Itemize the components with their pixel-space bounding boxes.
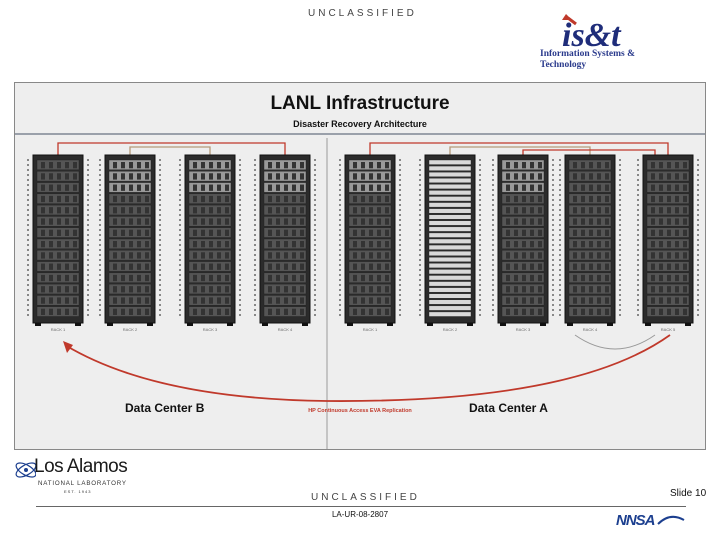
- title-divider: [15, 133, 705, 135]
- isat-line2: Technology: [540, 60, 587, 70]
- server-rack-6: [419, 154, 481, 326]
- document-number: LA-UR-08-2807: [331, 510, 389, 519]
- classification-footer: UNCLASSIFIED: [311, 492, 420, 503]
- rack-label-5: RACK 1: [362, 327, 378, 332]
- server-rack-4: [254, 154, 316, 326]
- rack-label-4: RACK 4: [277, 327, 293, 332]
- server-rack-2: [99, 154, 161, 326]
- isat-mark-graphic: is&t: [562, 14, 622, 54]
- footer-divider: [36, 506, 686, 507]
- replication-arrowhead: [63, 341, 73, 353]
- isat-line1: Information Systems &: [540, 49, 635, 59]
- los-alamos-logo: Los Alamos NATIONAL LABORATORY EST. 1943: [15, 456, 140, 510]
- isat-mark: is&t: [562, 17, 622, 52]
- isat-logo: is&t Information Systems & Technology: [540, 8, 690, 74]
- cable-link-1: [57, 142, 286, 155]
- server-rack-9: [637, 154, 699, 326]
- local-replication-arc: [574, 334, 656, 350]
- data-center-b-label: Data Center B: [125, 401, 205, 415]
- los-alamos-est: EST. 1943: [64, 489, 92, 494]
- rack-label-8: RACK 4: [582, 327, 598, 332]
- cable-link-4: [449, 146, 591, 155]
- cable-link-2: [129, 146, 211, 155]
- server-rack-7: [492, 154, 554, 326]
- diagram-frame: LANL Infrastructure Disaster Recovery Ar…: [14, 82, 706, 450]
- data-center-a-label: Data Center A: [469, 401, 548, 415]
- rack-label-9: RACK 5: [660, 327, 676, 332]
- server-rack-3: [179, 154, 241, 326]
- rack-label-7: RACK 3: [515, 327, 531, 332]
- diagram-subtitle: Disaster Recovery Architecture: [293, 119, 427, 129]
- rack-label-6: RACK 2: [442, 327, 458, 332]
- replication-arc: [64, 334, 671, 402]
- los-alamos-title: Los Alamos: [34, 456, 128, 477]
- rack-label-1: RACK 1: [50, 327, 66, 332]
- server-rack-1: [27, 154, 89, 326]
- atom-icon: [15, 462, 36, 478]
- nnsa-swoosh: [657, 515, 685, 525]
- server-rack-5: [339, 154, 401, 326]
- replication-label: HP Continuous Access EVA Replication: [308, 408, 412, 414]
- rack-label-3: RACK 3: [202, 327, 218, 332]
- slide-number: Slide 10: [670, 488, 707, 499]
- cable-link-5: [522, 149, 656, 155]
- rack-diagram: [27, 138, 699, 449]
- classification-header: UNCLASSIFIED: [308, 8, 417, 19]
- diagram-title: LANL Infrastructure: [270, 93, 450, 114]
- los-alamos-subtitle: NATIONAL LABORATORY: [38, 480, 127, 487]
- server-rack-8: [559, 154, 621, 326]
- rack-label-2: RACK 2: [122, 327, 138, 332]
- nnsa-logo-text: NNSA: [616, 512, 656, 529]
- nnsa-logo: NNSA: [614, 512, 686, 530]
- cable-link-3: [369, 142, 669, 155]
